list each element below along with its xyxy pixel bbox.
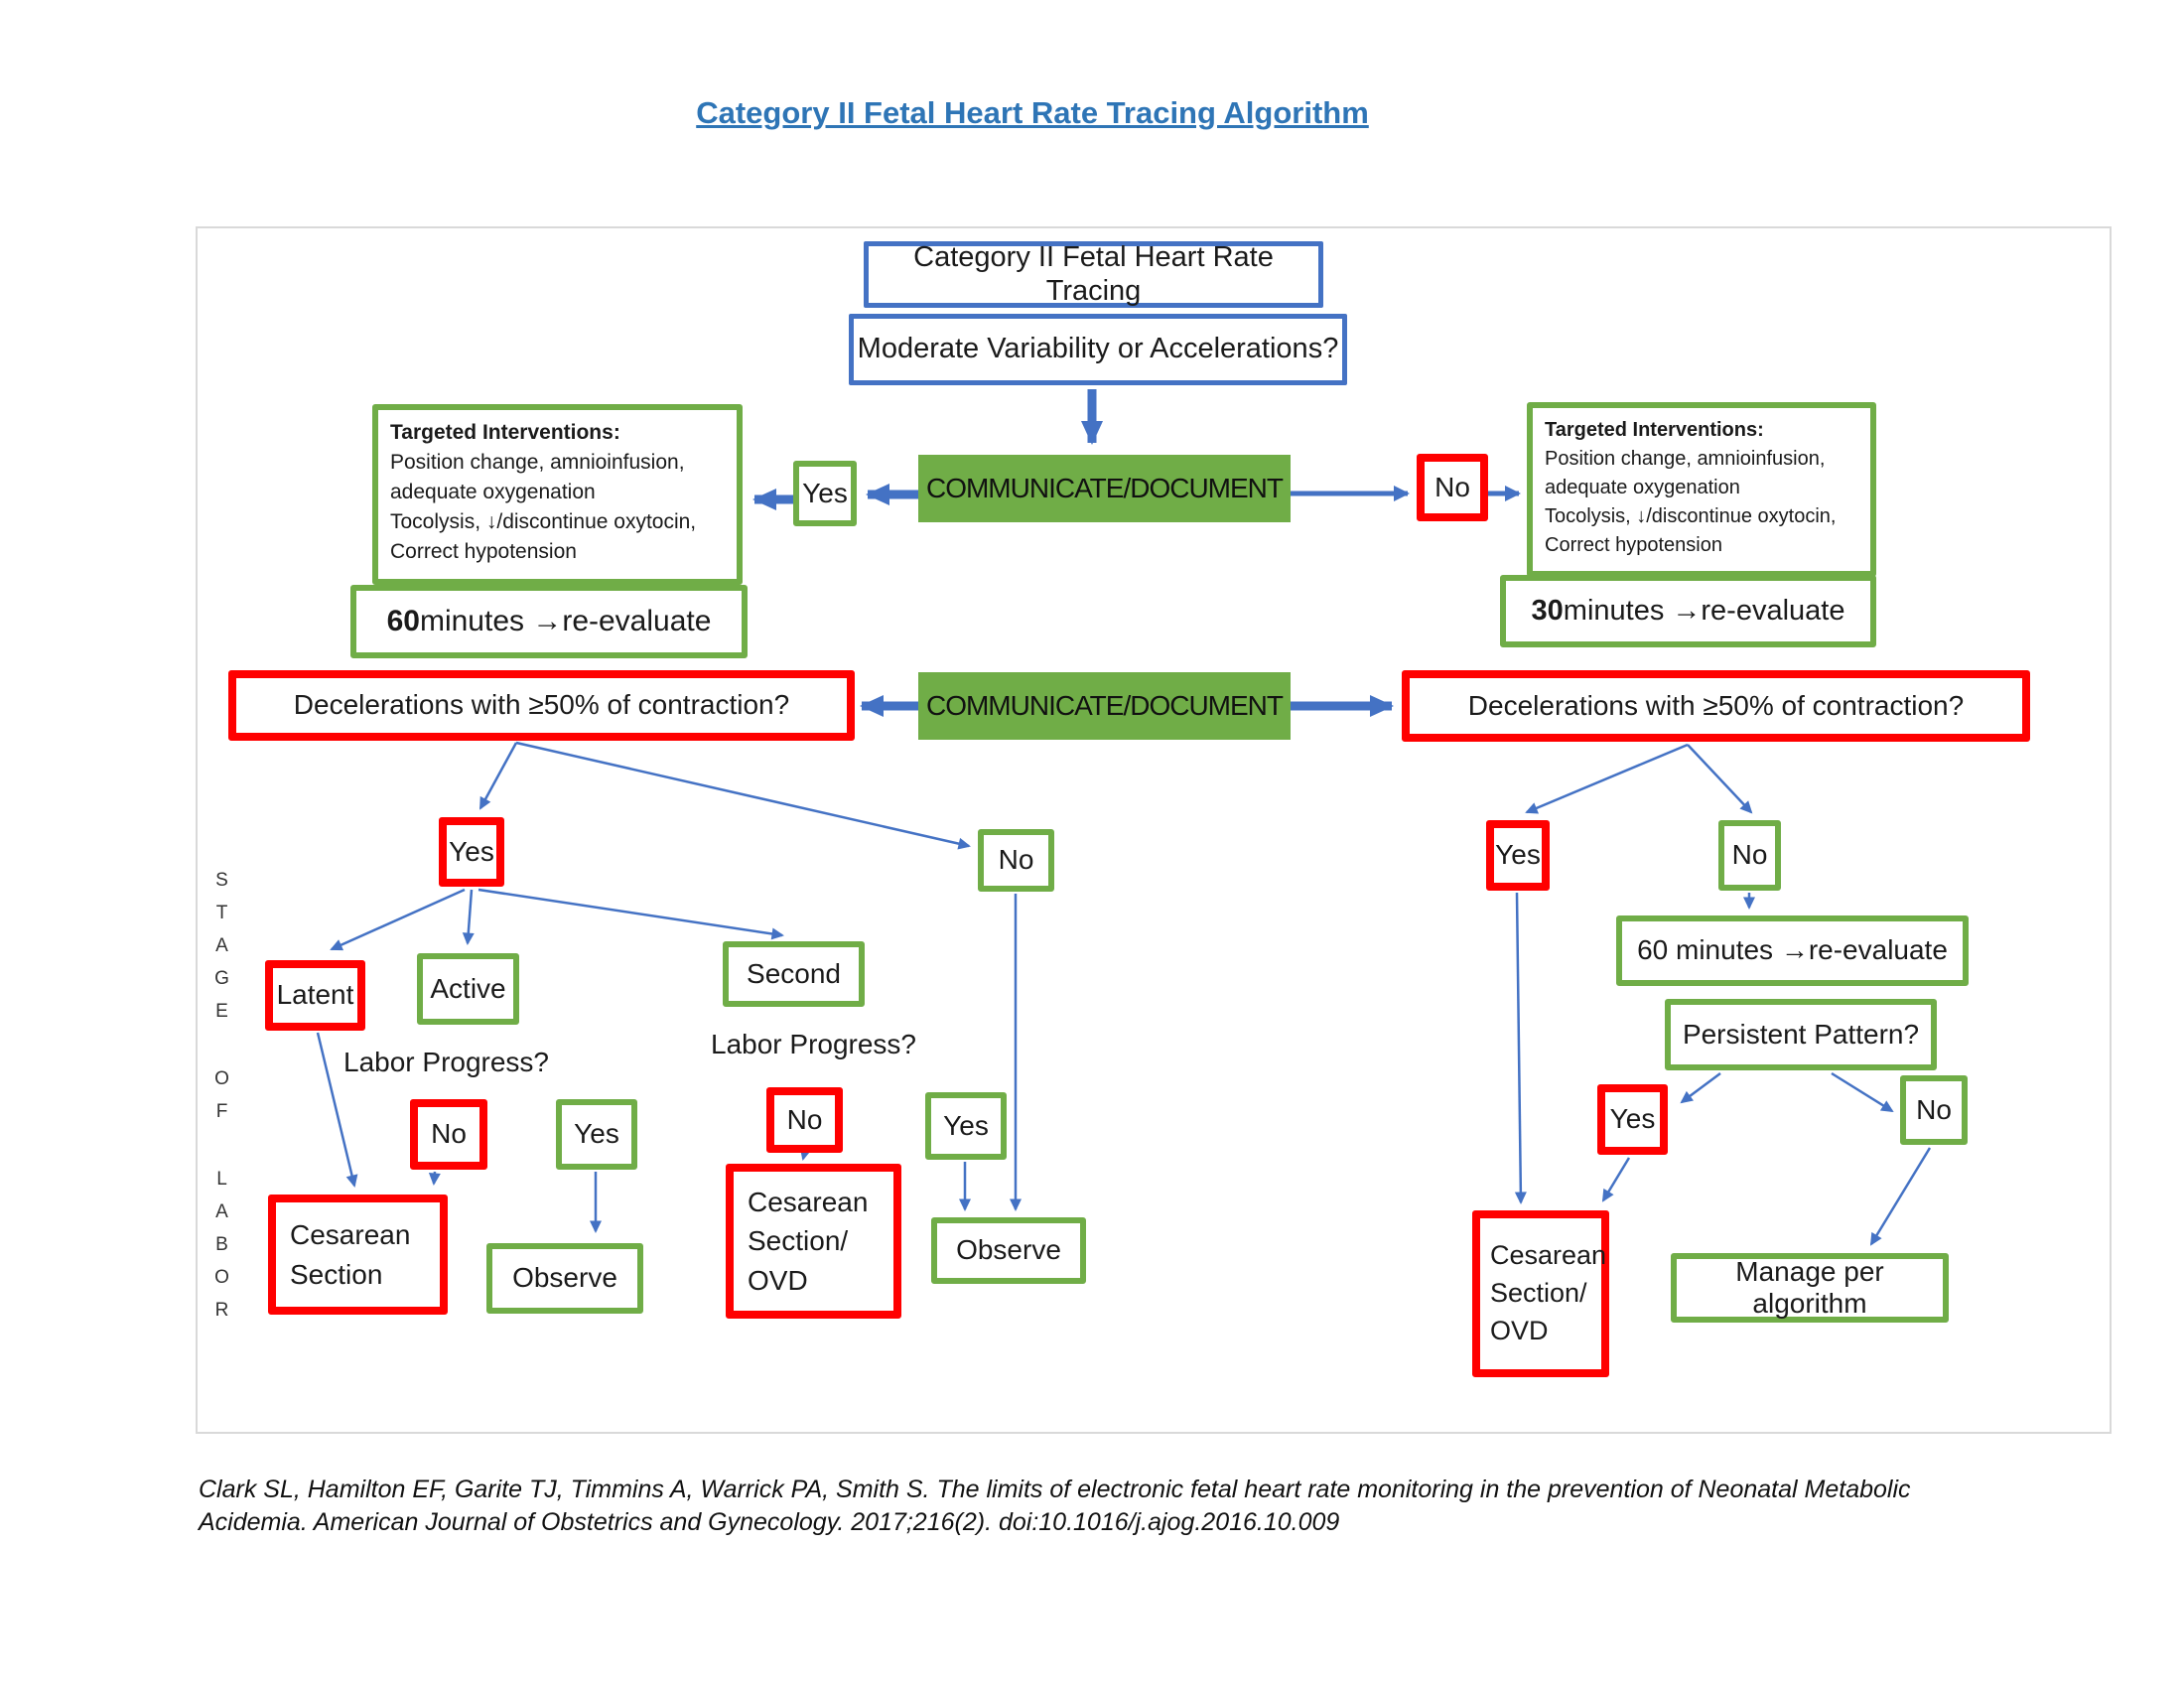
box-communicate-document-2: COMMUNICATE/DOCUMENT bbox=[918, 672, 1291, 740]
box-yes-decel-left: Yes bbox=[439, 817, 504, 887]
box-no-labor-progress-1: No bbox=[410, 1099, 487, 1170]
reeval-right-minutes: 30 bbox=[1531, 594, 1564, 627]
box-observe-2: Observe bbox=[931, 1217, 1086, 1284]
reeval-left-minutes: 60 bbox=[386, 604, 420, 637]
box-no-labor-progress-2: No bbox=[766, 1087, 843, 1153]
box-no-decel-right: No bbox=[1718, 820, 1781, 891]
label-labor-progress-2: Labor Progress? bbox=[711, 1029, 917, 1059]
box-yes-labor-progress-2: Yes bbox=[925, 1092, 1007, 1160]
box-targeted-interventions-left: Targeted Interventions: Position change,… bbox=[372, 404, 743, 585]
box-manage-per-algorithm: Manage per algorithm bbox=[1671, 1253, 1949, 1323]
box-latent: Latent bbox=[265, 960, 365, 1031]
box-no-decel-left: No bbox=[978, 829, 1054, 892]
box-yes-moderate: Yes bbox=[793, 461, 857, 526]
box-no-moderate: No bbox=[1417, 454, 1488, 521]
box-no-persistent: No bbox=[1900, 1075, 1968, 1145]
reeval-left-text: minutes →re-evaluate bbox=[419, 604, 712, 637]
box-decelerations-right: Decelerations with ≥50% of contraction? bbox=[1402, 670, 2030, 742]
targeted-heading-left: Targeted Interventions: bbox=[390, 421, 620, 444]
box-yes-decel-right: Yes bbox=[1486, 820, 1550, 891]
box-cesarean-section-ovd-left: Cesarean Section/ OVD bbox=[726, 1164, 901, 1319]
citation-text: Clark SL, Hamilton EF, Garite TJ, Timmin… bbox=[199, 1476, 1911, 1536]
targeted-body-right: Position change, amnioinfusion, adequate… bbox=[1545, 448, 1837, 556]
stage-of-labor-label: STAGE OF LABOR bbox=[211, 870, 232, 1333]
diagram-frame bbox=[196, 226, 2112, 1434]
box-second: Second bbox=[723, 941, 865, 1007]
box-cesarean-section-ovd-right: Cesarean Section/ OVD bbox=[1472, 1210, 1609, 1377]
label-labor-progress-1: Labor Progress? bbox=[343, 1047, 550, 1077]
box-observe-1: Observe bbox=[486, 1243, 643, 1314]
box-60-minutes-reevaluate-right: 60 minutes →re-evaluate bbox=[1616, 915, 1969, 986]
box-category-ii-tracing: Category II Fetal Heart Rate Tracing bbox=[864, 241, 1323, 308]
box-targeted-interventions-right: Targeted Interventions: Position change,… bbox=[1527, 402, 1876, 577]
box-yes-persistent: Yes bbox=[1597, 1084, 1668, 1155]
box-cesarean-section: Cesarean Section bbox=[268, 1195, 448, 1315]
reeval-right-text: minutes →re-evaluate bbox=[1563, 594, 1845, 627]
box-60-minutes-reevaluate: 60 minutes →re-evaluate bbox=[350, 585, 748, 658]
box-active: Active bbox=[417, 953, 519, 1025]
box-yes-labor-progress-1: Yes bbox=[556, 1099, 637, 1170]
box-30-minutes-reevaluate: 30 minutes →re-evaluate bbox=[1500, 575, 1876, 647]
targeted-body-left: Position change, amnioinfusion, adequate… bbox=[390, 451, 697, 563]
page-title: Category II Fetal Heart Rate Tracing Alg… bbox=[696, 95, 1369, 130]
box-communicate-document-1: COMMUNICATE/DOCUMENT bbox=[918, 455, 1291, 522]
targeted-heading-right: Targeted Interventions: bbox=[1545, 419, 1764, 441]
box-decelerations-left: Decelerations with ≥50% of contraction? bbox=[228, 670, 855, 741]
box-moderate-variability: Moderate Variability or Accelerations? bbox=[849, 314, 1347, 385]
box-persistent-pattern: Persistent Pattern? bbox=[1665, 999, 1937, 1070]
